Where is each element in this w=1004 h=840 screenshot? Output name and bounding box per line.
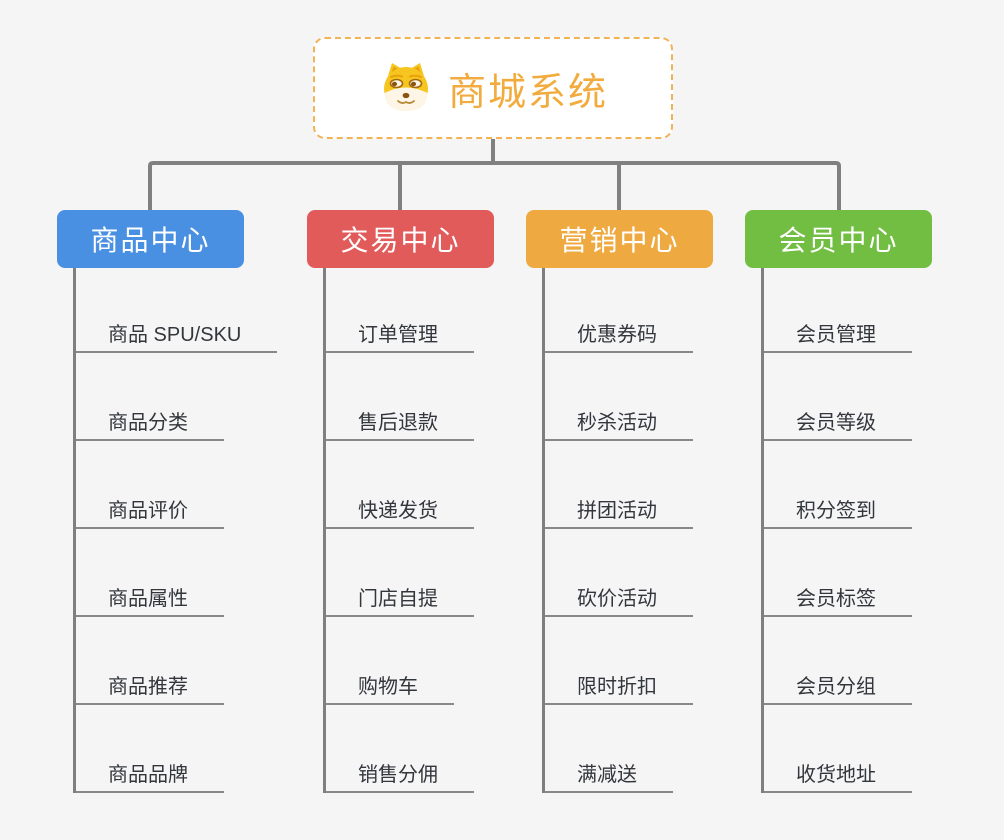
topic-label: 优惠券码 [577,324,657,346]
branch-children-member: 会员管理 会员等级 积分签到 会员标签 会员分组 收货地址 [761,268,912,793]
branch-label: 交易中心 [340,225,461,256]
topic-label: 会员管理 [796,324,876,346]
root-node[interactable]: 商城系统 [313,37,673,139]
topic-node[interactable]: 满减送 [545,705,673,793]
topic-node[interactable]: 收货地址 [764,705,912,793]
topic-label: 商品品牌 [108,764,188,786]
topic-node[interactable]: 会员标签 [764,529,912,617]
branch-children-product: 商品 SPU/SKU 商品分类 商品评价 商品属性 商品推荐 商品品牌 [73,268,278,793]
topic-label: 会员标签 [796,588,876,610]
topic-node[interactable]: 购物车 [326,617,454,705]
branch-label: 商品中心 [90,225,211,256]
topic-label: 售后退款 [358,412,438,434]
topic-label: 收货地址 [796,764,876,786]
topic-node[interactable]: 商品属性 [76,529,224,617]
topic-node[interactable]: 商品分类 [76,353,224,441]
topic-label: 会员等级 [796,412,876,434]
root-title: 商城系统 [447,71,608,114]
branch-children-trade: 订单管理 售后退款 快递发货 门店自提 购物车 销售分佣 [323,268,474,793]
topic-node[interactable]: 商品品牌 [76,705,224,793]
topic-node[interactable]: 会员等级 [764,353,912,441]
topic-label: 砍价活动 [577,588,657,610]
branch-label: 营销中心 [559,225,680,256]
topic-node[interactable]: 售后退款 [326,353,474,441]
topic-label: 销售分佣 [358,764,438,786]
topic-node[interactable]: 销售分佣 [326,705,474,793]
topic-label: 限时折扣 [577,676,657,698]
topic-node[interactable]: 会员分组 [764,617,912,705]
topic-node[interactable]: 商品 SPU/SKU [76,268,278,353]
topic-label: 拼团活动 [577,500,657,522]
topic-label: 商品评价 [108,500,188,522]
topic-label: 商品属性 [108,588,188,610]
topic-label: 积分签到 [796,500,876,522]
topic-node[interactable]: 快递发货 [326,441,474,529]
topic-label: 商品 SPU/SKU [108,324,242,346]
branch-node-product-center[interactable]: 商品中心 [57,210,244,268]
branch-label: 会员中心 [778,225,899,256]
topic-node[interactable]: 限时折扣 [545,617,693,705]
topic-node[interactable]: 积分签到 [764,441,912,529]
topic-node[interactable]: 优惠券码 [545,268,693,353]
branch-children-marketing: 优惠券码 秒杀活动 拼团活动 砍价活动 限时折扣 满减送 [542,268,693,793]
topic-node[interactable]: 秒杀活动 [545,353,693,441]
topic-node[interactable]: 拼团活动 [545,441,693,529]
branch-node-marketing-center[interactable]: 营销中心 [526,210,713,268]
topic-label: 商品推荐 [108,676,188,698]
topic-label: 门店自提 [358,588,438,610]
topic-node[interactable]: 商品评价 [76,441,224,529]
topic-label: 商品分类 [108,412,188,434]
topic-label: 会员分组 [796,676,876,698]
topic-node[interactable]: 订单管理 [326,268,474,353]
topic-label: 秒杀活动 [577,412,657,434]
topic-label: 满减送 [577,764,637,786]
topic-node[interactable]: 砍价活动 [545,529,693,617]
topic-node[interactable]: 商品推荐 [76,617,224,705]
topic-label: 订单管理 [358,324,438,346]
topic-node[interactable]: 门店自提 [326,529,474,617]
branch-node-member-center[interactable]: 会员中心 [745,210,932,268]
topic-node[interactable]: 会员管理 [764,268,912,353]
branch-node-trade-center[interactable]: 交易中心 [307,210,494,268]
topic-label: 购物车 [358,676,418,698]
shiba-dog-icon [383,63,428,111]
topic-label: 快递发货 [358,500,438,522]
